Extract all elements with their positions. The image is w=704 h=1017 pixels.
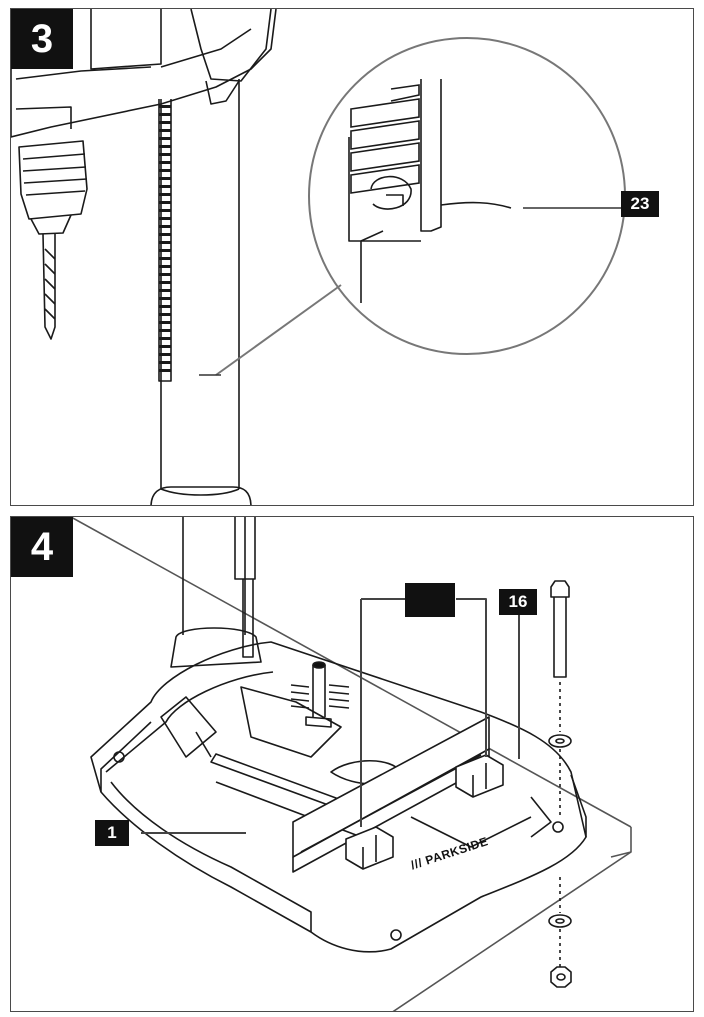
figure-4-number: 4 — [11, 517, 73, 577]
callout-leaders — [141, 598, 520, 834]
callout-1: 1 — [95, 820, 129, 846]
work-table — [70, 517, 632, 1011]
drill-chuck — [18, 140, 88, 235]
base-plate — [90, 641, 587, 953]
figure-3-number: 3 — [11, 9, 73, 69]
gear-rack — [158, 99, 172, 382]
hex-nut — [550, 966, 572, 988]
drill-column — [170, 517, 262, 668]
figure-4-panel: 4 1 16 /// PARKSIDE — [10, 516, 694, 1012]
drill-bit — [42, 233, 56, 340]
drill-column — [150, 79, 252, 505]
washer-upper — [548, 734, 572, 748]
figure-3-panel: 3 23 — [10, 8, 694, 506]
callout-16: 16 — [499, 589, 537, 615]
clamping-spindle — [290, 661, 350, 728]
drill-head — [11, 9, 277, 138]
rack-teeth — [159, 105, 171, 372]
washer-lower — [548, 877, 572, 967]
callout-blank — [405, 583, 455, 617]
vise-jaw — [292, 716, 504, 873]
magnifier-circle — [199, 37, 626, 376]
figure-3-drawing — [11, 9, 626, 505]
zoomed-rack-teeth — [350, 84, 420, 194]
callout-23: 23 — [621, 191, 659, 217]
mounting-bolt — [550, 580, 570, 817]
figure-4-drawing — [70, 517, 632, 1011]
